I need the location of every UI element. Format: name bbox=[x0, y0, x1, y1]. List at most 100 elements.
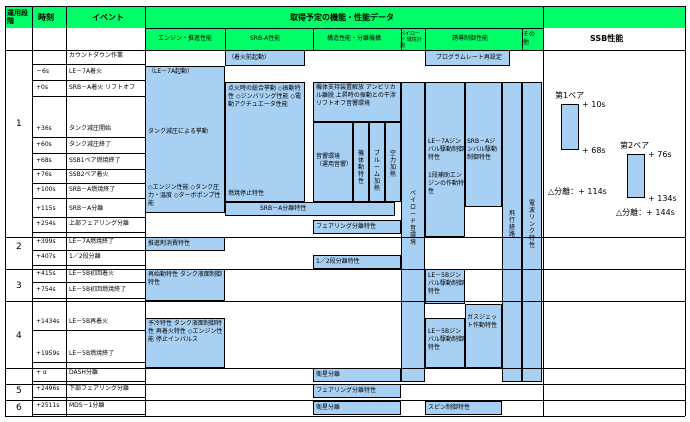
header-time: 時刻 bbox=[38, 13, 54, 22]
cell-srb-ignition-text: （着火前起動） bbox=[228, 54, 271, 61]
cell-guidance-le7a-text: LE－7Aジンバル駆動制御特性 bbox=[428, 138, 465, 161]
row-time: + α bbox=[36, 369, 47, 376]
phase-2: 2 bbox=[16, 242, 22, 252]
header-data: 取得予定の機能・性能データ bbox=[290, 13, 394, 22]
row-event: SSB2ペア着火 bbox=[69, 171, 109, 178]
row-time: +754s bbox=[36, 286, 56, 293]
sub-srb: SRB-A性能 bbox=[250, 35, 281, 42]
cell-guidance-srb-text: SRB－Aジンバル駆動制御特性 bbox=[467, 138, 498, 161]
phase-5: 5 bbox=[16, 386, 22, 396]
cell-struct-sound-text: 音響環境 （運用音響） bbox=[316, 153, 353, 168]
cell-guidance-le7a bbox=[425, 82, 465, 237]
cell-mds-sep bbox=[313, 401, 401, 415]
cell-engine-shutdown-text: 推進剤消費特性 bbox=[148, 240, 191, 247]
cell-srb-items: 点火時の総合挙動 ◇振動特性 ◇ジンバリング性能 ◇電動アクチュエータ性能 bbox=[228, 85, 302, 108]
header-event: イベント bbox=[92, 13, 124, 22]
cell-le5b-gimbal1 bbox=[425, 269, 465, 304]
row-time: +1434s bbox=[36, 318, 60, 325]
cell-gas-jet-text: ガスジェット作動特性 bbox=[467, 314, 498, 329]
row-event: LE－5B初回着火 bbox=[69, 270, 115, 277]
phase-6: 6 bbox=[16, 403, 22, 413]
cell-srb-shutdown: 燃焼停止特性 bbox=[228, 190, 265, 197]
cell-srb-block bbox=[225, 82, 305, 202]
cell-payload bbox=[401, 82, 425, 382]
cell-fairing-sep-text: フェアリング分離特性 bbox=[316, 223, 377, 230]
cell-dash-sep-text: 衛星分離 bbox=[316, 371, 341, 378]
cell-other-elec-text: 電波リンク特性 bbox=[528, 200, 535, 249]
row-time: +76s bbox=[36, 171, 52, 178]
cell-engine-start3-text: 予冷特性 タンク液面制御特性 再着火特性 ◇エンジン性能 停止インパルス bbox=[148, 320, 223, 343]
cell-stage-sep bbox=[313, 255, 401, 269]
ssb-pair1-label: 第1ペア bbox=[555, 91, 585, 100]
cell-engine-start2-text: 再始動特性 タンク液面制御特性 bbox=[148, 271, 222, 286]
row-time: －6s bbox=[36, 68, 49, 75]
ssb-pair2-label: 第2ペア bbox=[620, 141, 650, 150]
cell-spin-text: スピン制御特性 bbox=[428, 404, 471, 411]
cell-gas-jet bbox=[465, 304, 502, 368]
sub-other: その他 bbox=[523, 31, 536, 46]
cell-struct-main bbox=[313, 82, 401, 122]
row-time: +115s bbox=[36, 205, 56, 212]
cell-mds-sep-text: 衛星分離 bbox=[316, 404, 341, 411]
ssb-pair2-t1: + 76s bbox=[648, 150, 672, 159]
cell-engine-start2 bbox=[145, 269, 225, 301]
ssb-pair2-dt: △分離：+ 144s bbox=[616, 208, 675, 217]
row-time: +36s bbox=[36, 125, 52, 132]
cell-guidance-prog-text: プログラムレート再設定 bbox=[436, 54, 502, 61]
row-time: +254s bbox=[36, 220, 56, 227]
row-time: +2496s bbox=[36, 385, 60, 392]
row-event: LE－7A着火 bbox=[69, 68, 103, 75]
row-event: カウントダウン作業 bbox=[69, 52, 124, 59]
row-time: +0s bbox=[36, 84, 48, 91]
cell-struct-v3-text: 空力加熱 bbox=[389, 150, 396, 178]
row-event: LE－7A燃焼終了 bbox=[69, 238, 115, 245]
ssb-pair1-bar bbox=[561, 104, 579, 150]
cell-srb-sep bbox=[225, 202, 395, 216]
cell-struct-v2-text: ブルーム加熱 bbox=[373, 150, 380, 192]
sub-struct: 構造性能・分離機構 bbox=[327, 35, 382, 42]
cell-le5b-gimbal2 bbox=[425, 318, 465, 368]
cell-guidance-flight bbox=[502, 82, 522, 382]
ssb-pair1-t1: + 10s bbox=[582, 100, 606, 109]
cell-struct-v1 bbox=[353, 122, 369, 202]
row-time: +415s bbox=[36, 270, 56, 277]
row-time: +399s bbox=[36, 238, 56, 245]
row-event: タンク減圧終了 bbox=[69, 141, 112, 148]
row-event: SRB－A分離 bbox=[69, 205, 104, 212]
sub-guidance: 誘導制御性能 bbox=[452, 35, 489, 42]
row-time: +100s bbox=[36, 186, 56, 193]
header-bar-main bbox=[5, 6, 685, 28]
row-event: LE－5B初回燃焼終了 bbox=[69, 286, 127, 293]
ssb-pair1-dt: △分離：+ 114s bbox=[548, 187, 607, 196]
row-event: 下部フェアリング分離 bbox=[69, 385, 130, 392]
phase-1: 1 bbox=[16, 119, 22, 129]
cell-struct-v2 bbox=[369, 122, 385, 202]
ssb-pair2-bar bbox=[627, 154, 645, 198]
header-bar-sub bbox=[145, 28, 543, 50]
cell-payload-text: ペイロード音環境 bbox=[409, 190, 416, 246]
row-time: +2511s bbox=[36, 402, 60, 409]
cell-guidance-1st-text: 1段補助エンジンの作動特性 bbox=[428, 172, 465, 195]
sub-engine: エンジン・推進性能 bbox=[158, 35, 213, 42]
cell-le5b-gimbal2-text: LE－5Bジンバル駆動制御特性 bbox=[428, 328, 465, 351]
cell-engine-tank: タンク減圧による挙動 bbox=[148, 128, 208, 135]
header-phase: 運用段階 bbox=[7, 9, 28, 25]
cell-engine-perf: ◇エンジン性能 ◇タンク圧力・温度 ◇ターボポンプ性能 bbox=[148, 184, 221, 207]
cell-struct-main-text: 機体支持装置解放 アンビリカル離脱 上昇時の振動との干渉 リフトオフ音響環境 bbox=[316, 84, 396, 107]
row-time: +1959s bbox=[36, 350, 60, 357]
cell-srb-sep-text: SRB－A分離特性 bbox=[260, 205, 307, 212]
row-event: MDS－1分離 bbox=[69, 402, 105, 409]
cell-guidance-srb bbox=[465, 82, 502, 207]
cell-guidance-flight-text: 飛行経路 bbox=[508, 210, 515, 238]
header-ssb: SSB性能 bbox=[590, 34, 624, 43]
row-event: SSB1ペア燃焼終了 bbox=[69, 157, 121, 164]
cell-lower-fairing-text: フェアリング分離特性 bbox=[316, 387, 377, 394]
ssb-pair1-t2: + 68s bbox=[582, 146, 606, 155]
cell-stage-sep-text: 1／2段分離特性 bbox=[316, 258, 360, 265]
ssb-pair2-t2: + 134s bbox=[648, 194, 677, 203]
row-time: +407s bbox=[36, 253, 56, 260]
cell-engine-le7a: （LE－7A起動） bbox=[148, 68, 194, 75]
cell-struct-sound bbox=[313, 122, 353, 202]
cell-struct-v3 bbox=[385, 122, 401, 202]
row-event: 1／2段分離 bbox=[69, 253, 101, 260]
